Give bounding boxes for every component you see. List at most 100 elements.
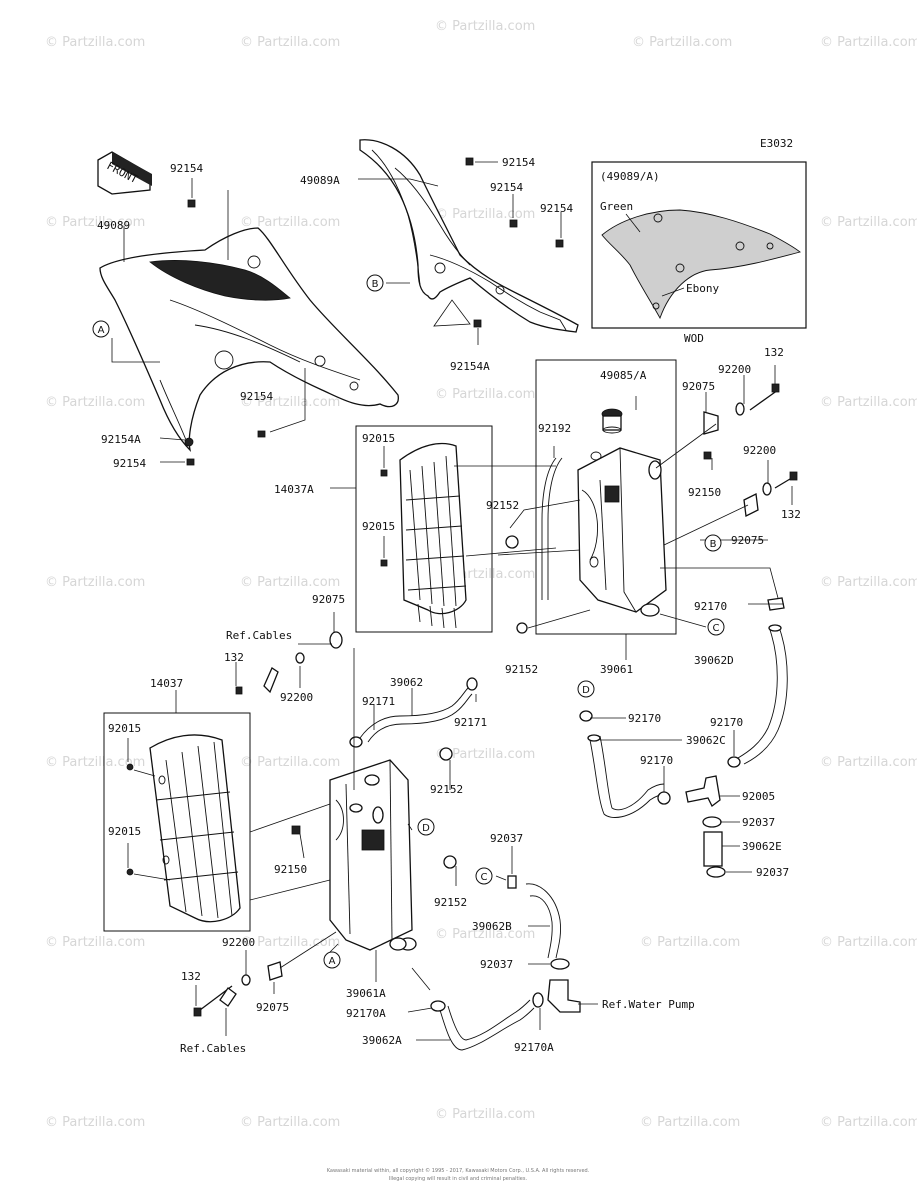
clamp-icon [507,875,517,889]
svg-text:D: D [582,685,590,696]
clamp-icon [349,736,363,748]
callout-b-marker: B [366,274,384,292]
hose-39062D [737,624,788,765]
watermark: © Partzilla.com [240,1115,340,1130]
copyright-line: Illegal copying will result in civil and… [389,1176,528,1182]
grommet-icon [329,631,343,649]
washer-icon [735,402,745,416]
part-label: 39062A [362,1034,402,1047]
collar-icon [439,747,453,761]
clamp-icon [657,791,671,805]
clamp-icon [430,1000,446,1012]
watermark: © Partzilla.com [45,755,145,770]
hose-39062B [525,883,561,959]
part-label: 92200 [718,363,751,376]
part-label: 92015 [362,432,395,445]
watermark: © Partzilla.com [45,935,145,950]
bolt-icon [257,430,266,438]
part-label: 92171 [362,695,395,708]
part-label: 92152 [430,783,463,796]
clamp-icon [702,816,722,828]
part-label: 39062D [694,654,734,667]
bolt-icon [774,471,798,489]
callout-a-marker: A [92,320,110,338]
watermark: © Partzilla.com [45,215,145,230]
watermark: © Partzilla.com [820,35,917,50]
grommet-icon [267,961,283,981]
part-label: 92152 [434,896,467,909]
watermark: © Partzilla.com [820,935,917,950]
part-label: 92037 [756,866,789,879]
watermark: © Partzilla.com [45,575,145,590]
svg-text:C: C [713,623,720,634]
watermark: © Partzilla.com [45,1115,145,1130]
part-label: 14037 [150,677,183,690]
hose-39062C [587,734,667,818]
clamp-icon [532,992,544,1008]
collar-icon [516,622,528,634]
group-box-14037 [103,712,251,932]
watermark: © Partzilla.com [820,575,917,590]
part-label: 92170A [514,1041,554,1054]
watermark: © Partzilla.com [632,35,732,50]
callout-a-marker: A [323,951,341,969]
part-label: 92037 [480,958,513,971]
callout-c-marker: C [707,618,725,636]
watermark: © Partzilla.com [240,755,340,770]
watermarks: © Partzilla.com © Partzilla.com © Partzi… [45,19,917,1130]
watermark: © Partzilla.com [240,215,340,230]
part-label: 49089A [300,174,340,187]
part-label: 39062 [390,676,423,689]
bolt-icon [509,219,518,228]
part-label: 92192 [538,422,571,435]
svg-text:B: B [372,279,379,290]
watermark: © Partzilla.com [435,207,535,222]
part-label: 92170 [640,754,673,767]
clamp-icon [550,958,570,970]
hose-39062A [439,999,535,1051]
clamp-icon [579,710,593,722]
part-label: 39061A [346,987,386,1000]
part-label: 92075 [256,1001,289,1014]
radiator-cap-49085 [601,408,623,434]
part-label: 92015 [108,722,141,735]
part-label: 92154A [101,433,141,446]
part-label: 92170 [710,716,743,729]
watermark: © Partzilla.com [240,575,340,590]
part-label: 39062E [742,840,782,853]
part-label: Ref.Water Pump [602,998,695,1011]
water-pump-fitting [547,979,581,1013]
bolt-icon [473,319,482,328]
front-arrow-icon: FRONT [97,151,152,195]
cable-guide-icon [219,987,237,1007]
screw-icon [380,559,388,567]
watermark: © Partzilla.com [435,387,535,402]
part-label: 39061 [600,663,633,676]
clamp-icon [727,756,741,768]
part-label: 132 [764,346,784,359]
group-box-39061 [535,359,677,635]
collar-icon [505,535,519,549]
color-ebony: Ebony [686,282,719,295]
watermark: © Partzilla.com [820,755,917,770]
watermark: © Partzilla.com [435,1107,535,1122]
bolt-icon [703,451,712,460]
grille-14037A [399,442,467,629]
part-label: 92154 [113,457,146,470]
part-label: 49089 [97,219,130,232]
part-label: 92154 [490,181,523,194]
part-label: 92171 [454,716,487,729]
bolt-icon [235,686,243,695]
screw-icon [126,763,134,771]
hose-39062E [703,831,723,867]
screw-icon [126,868,134,876]
watermark: © Partzilla.com [45,35,145,50]
part-label: 92170 [694,600,727,613]
part-label: 92037 [742,816,775,829]
part-label: 92075 [682,380,715,393]
radiator-39061A [329,759,417,951]
svg-text:A: A [98,325,105,336]
part-label: 92152 [505,663,538,676]
bolt-icon [186,458,195,466]
part-label: 92200 [222,936,255,949]
